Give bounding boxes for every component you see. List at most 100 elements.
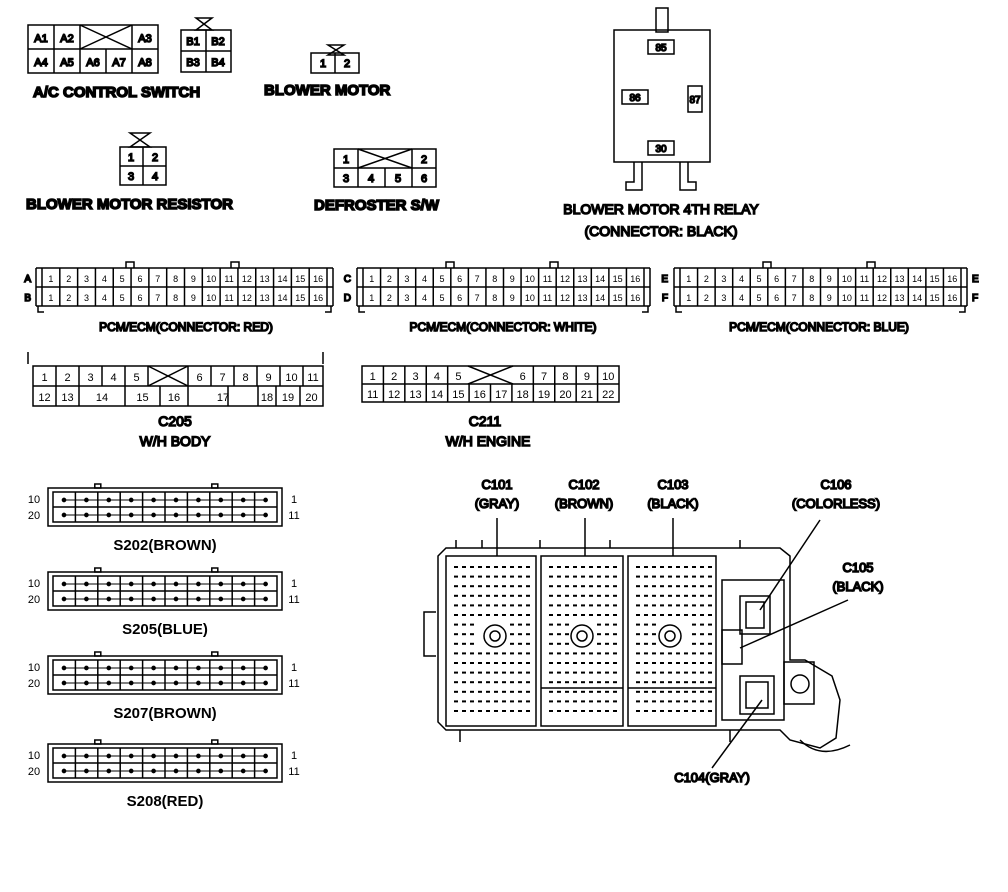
splice-3-title: S207(BROWN): [113, 705, 216, 722]
pcm-blue-connector: [673, 261, 968, 313]
pcm-blue-pin-a-9: 9: [827, 274, 832, 284]
relay-pin-86: 86: [629, 93, 641, 104]
c211-pin-16: 16: [474, 389, 486, 401]
pcm-white-pin-a-6: 6: [457, 274, 462, 284]
ac-pin-a1: A1: [34, 33, 47, 45]
pcm-white-pin-b-6: 6: [457, 293, 462, 303]
c211-pin-8: 8: [562, 371, 568, 383]
pcm-red-pin-a-11: 11: [224, 274, 233, 284]
pcm-blue-row-f-right: F: [972, 293, 978, 304]
pcm-white-pin-b-16: 16: [630, 293, 640, 303]
pcm-white-pin-b-2: 2: [387, 293, 392, 303]
pcm-white-pin-b-10: 10: [525, 293, 535, 303]
pcm-blue-pin-a-15: 15: [930, 274, 940, 284]
pcm-red-pin-b-16: 16: [313, 293, 323, 303]
relay-connector: [613, 7, 711, 191]
c205-pin-4: 4: [110, 372, 116, 384]
pcm-white-pin-a-1: 1: [369, 274, 374, 284]
pcm-white-pin-b-14: 14: [595, 293, 605, 303]
pcm-blue-row-e-right: E: [972, 274, 979, 285]
pcm-blue-pin-a-3: 3: [721, 274, 726, 284]
pcm-red-row-a: A: [24, 274, 31, 285]
pcm-red-pin-a-16: 16: [313, 274, 323, 284]
ac-pin-a6: A6: [86, 57, 99, 69]
c103-color: (BLACK): [647, 496, 698, 511]
pcm-white-pin-a-8: 8: [492, 274, 497, 284]
c205-title: W/H BODY: [140, 433, 211, 449]
defroster-pin-3: 3: [343, 173, 349, 185]
c101-color: (GRAY): [475, 496, 520, 511]
pcm-red-row-b: B: [24, 293, 31, 304]
splice-4-pin-11: 11: [288, 766, 299, 778]
pcm-blue-pin-a-7: 7: [792, 274, 797, 284]
pcm-white-pin-b-3: 3: [404, 293, 409, 303]
splice-3-pin-11: 11: [288, 678, 299, 690]
ac-control-switch-connector: [27, 24, 159, 74]
pcm-blue-row-e-left: E: [661, 274, 668, 285]
c105-label: C105: [842, 560, 873, 575]
c205-pin-1: 1: [41, 372, 47, 384]
relay-subtitle: (CONNECTOR: BLACK): [585, 223, 738, 239]
pcm-red-pin-b-2: 2: [66, 293, 71, 303]
pcm-red-pin-a-7: 7: [155, 274, 160, 284]
splice-2-pin-10: 10: [28, 578, 40, 590]
pcm-blue-pin-a-11: 11: [860, 274, 869, 284]
splice-packs: 1020111S202(BROWN)1020111S205(BLUE)10201…: [28, 483, 300, 810]
pcm-blue-pin-a-6: 6: [774, 274, 779, 284]
pcm-white-connector: [356, 261, 651, 313]
c211-pin-10: 10: [602, 371, 614, 383]
defroster-switch-connector: [333, 148, 437, 188]
pcm-blue-pin-a-13: 13: [895, 274, 905, 284]
splice-1-pin-20: 20: [28, 510, 40, 522]
pcm-red-pin-b-6: 6: [137, 293, 142, 303]
pcm-blue-pin-b-6: 6: [774, 293, 779, 303]
c205-pin-18: 18: [261, 392, 273, 404]
splice-4-title: S208(RED): [127, 793, 204, 810]
ac-pin-a4: A4: [34, 57, 47, 69]
c205-pin-15: 15: [136, 392, 148, 404]
blower-motor-pin-2: 2: [344, 58, 350, 70]
pcm-white-pin-b-7: 7: [475, 293, 480, 303]
pcm-blue-pin-a-2: 2: [704, 274, 709, 284]
pcm-white-pin-b-13: 13: [578, 293, 588, 303]
pcm-red-pin-b-10: 10: [206, 293, 216, 303]
pcm-red-pin-b-12: 12: [242, 293, 252, 303]
pcm-blue-row-f-left: F: [662, 293, 668, 304]
c211-name: C211: [469, 413, 502, 429]
pcm-red-connector: [35, 261, 334, 313]
c211-pin-18: 18: [517, 389, 529, 401]
pcm-blue-pin-a-5: 5: [757, 274, 762, 284]
splice-2-pin-1: 1: [291, 578, 297, 590]
pcm-white-pin-a-5: 5: [440, 274, 445, 284]
pcm-blue-pin-b-2: 2: [704, 293, 709, 303]
pcm-red-pin-a-15: 15: [295, 274, 305, 284]
relay-pin-85: 85: [655, 43, 667, 54]
pcm-blue-pin-b-4: 4: [739, 293, 744, 303]
pcm-white-title: PCM/ECM(CONNECTOR: WHITE): [409, 320, 596, 334]
pcm-white-pin-a-11: 11: [543, 274, 552, 284]
c104-label: C104(GRAY): [674, 770, 750, 785]
c205-pin-6: 6: [196, 372, 202, 384]
c211-pin-5: 5: [455, 371, 461, 383]
c211-pin-22: 22: [602, 389, 614, 401]
ac-pin-a8: A8: [138, 57, 151, 69]
resistor-pin-1: 1: [128, 152, 134, 164]
pcm-blue-pin-a-12: 12: [877, 274, 887, 284]
c205-pin-2: 2: [64, 372, 70, 384]
c205-pin-3: 3: [87, 372, 93, 384]
b-pin-b3: B3: [186, 57, 199, 69]
b-pin-b2: B2: [211, 36, 224, 48]
defroster-pin-1: 1: [343, 154, 349, 166]
pcm-white-pin-a-3: 3: [404, 274, 409, 284]
ac-pin-a7: A7: [112, 57, 125, 69]
pcm-blue-pin-a-14: 14: [912, 274, 922, 284]
ac-pin-a5: A5: [60, 57, 73, 69]
c211-pin-1: 1: [370, 371, 376, 383]
defroster-pin-4: 4: [368, 173, 374, 185]
pcm-red-pin-b-14: 14: [277, 293, 287, 303]
splice-1-title: S202(BROWN): [113, 537, 216, 554]
splice-pack-3: [47, 651, 283, 695]
c211-pin-4: 4: [434, 371, 440, 383]
